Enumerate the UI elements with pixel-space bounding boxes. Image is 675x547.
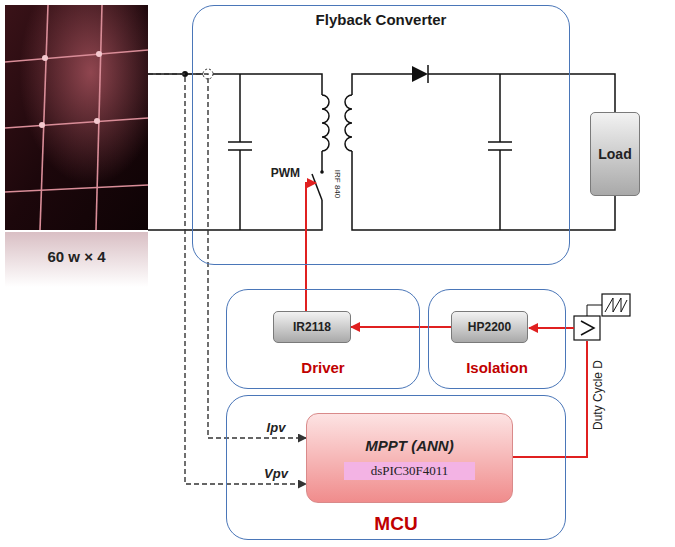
node-label: MCU — [374, 513, 417, 535]
signal-name: Duty Cycle D — [591, 360, 605, 430]
driver-panel: Driver IR2118 — [226, 289, 420, 389]
node-label: Driver — [301, 359, 344, 376]
part-number: IRF 840 — [333, 170, 342, 198]
mppt-box: MPPT (ANN) dsPIC30F4011 — [306, 413, 513, 503]
node-label: Flyback Converter — [316, 11, 447, 28]
sawtooth-generator — [587, 294, 630, 316]
chip-box: IR2118 — [273, 311, 351, 343]
wires — [148, 65, 615, 230]
node-sublabel: dsPIC30F4011 — [344, 462, 476, 480]
converter-panel: Flyback Converter — [192, 5, 570, 265]
isolation-panel: Isolation HP2200 — [428, 289, 566, 389]
edge-label: Vpv — [262, 466, 290, 481]
diode-symbol — [412, 66, 428, 82]
switch-contact — [320, 170, 324, 174]
node-label: MPPT (ANN) — [365, 437, 453, 454]
connector — [148, 74, 306, 438]
node-label: IR2118 — [293, 320, 331, 334]
connector — [351, 326, 451, 328]
connector — [148, 74, 306, 484]
solar-panel-box: 60 w × 4 — [5, 5, 148, 287]
edge-label: Ipv — [265, 420, 288, 435]
node-label: 60 w × 4 — [48, 248, 106, 265]
signal-arrow — [529, 327, 574, 329]
edge-label: PWM — [269, 166, 302, 180]
comparator-symbol — [574, 316, 600, 340]
load-box: Load — [590, 112, 640, 196]
node-label: Load — [598, 146, 631, 162]
connector — [306, 183, 316, 311]
node-label: Isolation — [466, 359, 528, 376]
solar-panel — [5, 5, 148, 287]
duty-cycle-wire — [512, 341, 587, 457]
chip-box: HP2200 — [451, 311, 528, 343]
node-label: HP2200 — [468, 320, 511, 334]
